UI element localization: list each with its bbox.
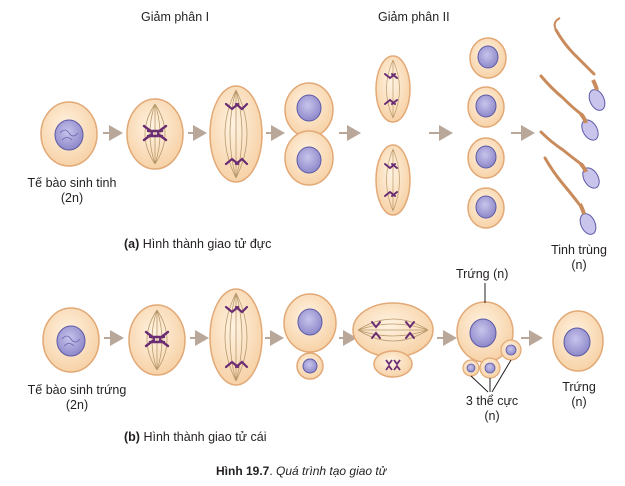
metaphase-1-cell [128, 304, 186, 376]
caption-a-text: Hình thành giao tử đực [142, 237, 272, 251]
sperm-label-line2: (n) [571, 258, 587, 272]
row-b-oogenesis [42, 283, 604, 393]
sperm-cells [539, 17, 606, 235]
egg-label: Trứng (n) [553, 380, 605, 410]
metaphase-1-cell [126, 98, 184, 170]
sperm [539, 130, 600, 189]
row-a-spermatogenesis [40, 17, 606, 235]
oocyte-label: Tế bào sinh trứng (2n) [12, 383, 142, 413]
egg-label-line1: Trứng [562, 380, 596, 394]
oocyte-label-line2: (2n) [65, 398, 89, 412]
spermatocyte-cell [40, 101, 98, 167]
sperm [543, 156, 597, 235]
spermatocyte-label-line2: (2n) [60, 191, 84, 205]
polar-bodies-label-line1: 3 thể cực [465, 394, 519, 408]
pointer-line [470, 359, 512, 393]
spermatocyte-label: Tế bào sinh tinh (2n) [16, 176, 128, 206]
spermatids [467, 37, 507, 229]
caption-b-tag: (b) [124, 430, 140, 444]
caption-a: (a) Hình thành giao tử đực [124, 237, 271, 252]
polar-bodies-label: 3 thể cực (n) [452, 394, 532, 424]
figure-caption: Hình 19.7. Quá trình tạo giao tử [216, 464, 387, 478]
telophase-1-cells [284, 82, 334, 186]
caption-a-tag: (a) [124, 237, 140, 251]
polar-bodies-label-line2: (n) [484, 409, 500, 423]
meiosis-2-heading: Giảm phân II [378, 10, 450, 24]
egg-and-polar-bodies [456, 283, 522, 393]
caption-b: (b) Hình thành giao tử cái [124, 430, 266, 445]
oocyte-cell [42, 307, 100, 373]
egg-label-line2: (n) [571, 395, 587, 409]
figure-title: Quá trình tạo giao tử [276, 464, 387, 478]
egg-cell [552, 310, 604, 372]
secondary-oocyte-and-polar-body [283, 293, 337, 380]
spermatocyte-label-line1: Tế bào sinh tinh [27, 176, 117, 190]
anaphase-1-cell [209, 85, 263, 183]
egg-top-label: Trứng (n) [456, 267, 509, 281]
sperm-label-line1: Tinh trùng [551, 243, 607, 257]
meiosis-2-dividing-cells [375, 55, 411, 216]
figure-number: Hình 19.7 [216, 464, 270, 478]
meiosis-2-oocyte [352, 302, 434, 378]
sperm [539, 74, 599, 141]
sperm-label: Tinh trùng (n) [543, 243, 615, 273]
anaphase-1-cell [209, 288, 263, 386]
sperm [553, 17, 606, 111]
meiosis-1-heading: Giảm phân I [141, 10, 210, 24]
oocyte-label-line1: Tế bào sinh trứng [27, 383, 127, 397]
caption-b-text: Hình thành giao tử cái [143, 430, 267, 444]
